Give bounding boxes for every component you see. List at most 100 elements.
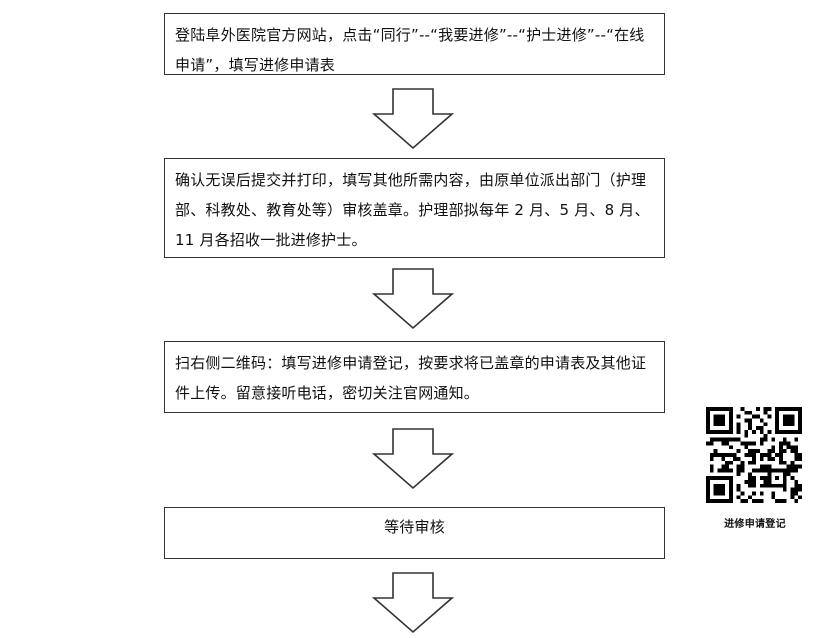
qr-module — [729, 453, 733, 457]
qr-module — [736, 483, 741, 488]
qr-module — [732, 437, 737, 442]
qr-module — [794, 449, 799, 454]
qr-module — [736, 456, 741, 461]
qr-module — [748, 426, 753, 431]
qr-module — [763, 407, 768, 411]
qr-module — [721, 453, 726, 457]
qr-module — [736, 472, 741, 477]
qr-module — [778, 499, 783, 503]
qr-module — [767, 464, 772, 469]
qr-module — [736, 449, 741, 454]
qr-module — [775, 407, 779, 411]
qr-module — [709, 456, 714, 461]
qr-module — [798, 456, 802, 461]
qr-module — [782, 430, 787, 434]
qr-module — [759, 453, 764, 457]
qr-code[interactable] — [706, 407, 802, 503]
qr-module — [786, 472, 791, 477]
qr-module — [717, 483, 722, 488]
qr-module — [706, 495, 710, 500]
qr-module — [798, 407, 802, 411]
qr-module — [744, 445, 749, 450]
qr-module — [794, 430, 799, 434]
qr-module — [798, 430, 802, 434]
qr-module — [736, 414, 741, 419]
qr-module — [782, 476, 787, 480]
step-2-box: 确认无误后提交并打印，填写其他所需内容，由原单位派出部门（护理部、科教处、教育处… — [164, 158, 665, 258]
qr-module — [709, 468, 714, 473]
qr-module — [736, 495, 741, 500]
qr-module — [721, 491, 726, 496]
qr-module — [786, 430, 791, 434]
qr-module — [771, 449, 776, 454]
qr-module — [782, 483, 787, 488]
qr-module — [717, 422, 722, 427]
qr-module — [744, 418, 749, 423]
qr-module — [759, 426, 764, 431]
qr-module — [759, 437, 764, 442]
down-arrow-1 — [372, 88, 454, 150]
qr-module — [775, 410, 779, 415]
qr-module — [706, 483, 710, 488]
qr-module — [782, 472, 787, 477]
qr-module — [736, 464, 741, 469]
qr-module — [725, 453, 730, 457]
qr-module — [736, 468, 741, 473]
qr-module — [790, 418, 795, 423]
qr-module — [740, 499, 745, 503]
qr-module — [790, 449, 795, 454]
qr-module — [706, 499, 710, 503]
qr-module — [713, 499, 718, 503]
qr-module — [752, 479, 756, 484]
qr-module — [759, 491, 764, 496]
qr-module — [706, 487, 710, 492]
qr-module — [790, 445, 795, 450]
qr-module — [729, 437, 733, 442]
qr-module — [778, 430, 783, 434]
step-1-text: 登陆阜外医院官方网站，点击“同行”--“我要进修”--“护士进修”--“在线申请… — [175, 26, 645, 74]
qr-module — [759, 456, 764, 461]
qr-module — [729, 407, 733, 411]
qr-module — [748, 476, 753, 480]
qr-module — [717, 476, 722, 480]
qr-module — [763, 422, 768, 427]
qr-module — [748, 495, 753, 500]
qr-module — [706, 479, 710, 484]
qr-module — [794, 437, 799, 442]
qr-module — [740, 491, 745, 496]
qr-code-icon — [706, 407, 802, 503]
qr-module — [729, 422, 733, 427]
qr-module — [763, 453, 768, 457]
qr-module — [713, 418, 718, 423]
qr-module — [706, 418, 710, 423]
qr-module — [752, 453, 756, 457]
qr-module — [717, 499, 722, 503]
qr-module — [782, 437, 787, 442]
qr-module — [732, 456, 737, 461]
qr-module — [725, 476, 730, 480]
qr-module — [775, 476, 779, 480]
qr-module — [767, 456, 772, 461]
qr-module — [790, 430, 795, 434]
qr-module — [798, 426, 802, 431]
qr-module — [767, 472, 772, 477]
qr-module — [713, 414, 718, 419]
qr-module — [771, 491, 776, 496]
qr-module — [709, 437, 714, 442]
qr-module — [759, 483, 764, 488]
qr-module — [755, 499, 760, 503]
qr-module — [729, 476, 733, 480]
qr-module — [748, 472, 753, 477]
qr-module — [771, 495, 776, 500]
qr-module — [748, 410, 753, 415]
qr-module — [798, 453, 802, 457]
qr-module — [778, 449, 783, 454]
qr-module — [767, 468, 772, 473]
qr-module — [748, 449, 753, 454]
qr-module — [786, 468, 791, 473]
qr-module — [729, 426, 733, 431]
step-3-box: 扫右侧二维码：填写进修申请登记，按要求将已盖章的申请表及其他证件上传。留意接听电… — [164, 341, 665, 413]
qr-module — [794, 445, 799, 450]
qr-module — [729, 418, 733, 423]
qr-module — [778, 460, 783, 465]
